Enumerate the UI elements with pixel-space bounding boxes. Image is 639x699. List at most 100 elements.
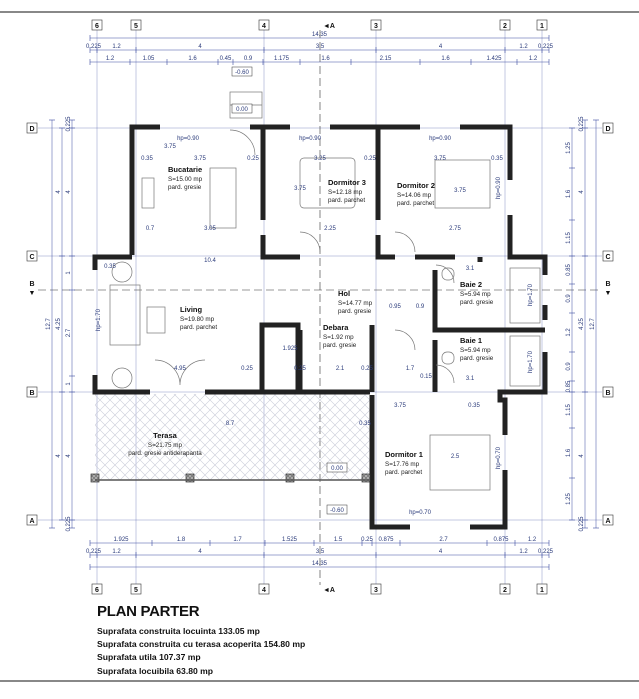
shower-baie-2 <box>509 267 541 324</box>
room-floor: pard. gresie <box>323 342 357 349</box>
axis-box <box>258 19 270 31</box>
room-floor: pard. gresie <box>338 308 372 315</box>
bottom-dim: 1.5 <box>334 537 343 543</box>
door-swing <box>299 231 321 253</box>
section-arrow-icon: ▼ <box>29 290 36 297</box>
axis-box <box>536 583 548 595</box>
bottom-dim: 3.5 <box>316 549 325 555</box>
left-dim: 4 <box>66 454 72 458</box>
section-marker-a: ◄A <box>323 587 335 594</box>
room-area: S=15.00 mp <box>168 176 203 183</box>
axis-label-col: 3 <box>374 587 378 594</box>
wall <box>497 352 548 435</box>
dining-table <box>209 167 237 229</box>
axis-label-col: 6 <box>95 23 99 30</box>
right-dim: 1.15 <box>566 404 572 416</box>
sill-height: hp=0.90 <box>429 136 452 142</box>
interior-dim: 1.925 <box>282 346 298 352</box>
bottom-dim: 1.8 <box>177 537 186 543</box>
overall-height: 12.7 <box>590 318 596 330</box>
interior-dim: 4.95 <box>174 366 186 372</box>
interior-dim: 3.75 <box>394 403 406 409</box>
room-floor: pard. parchet <box>328 197 365 204</box>
sill-height: hp=1.70 <box>528 283 534 306</box>
interior-dim: 3.1 <box>466 376 475 382</box>
axis-box <box>130 19 142 31</box>
interior-dim: 2.25 <box>324 226 336 232</box>
room-area: S=14.77 mp <box>338 300 373 307</box>
right-dim: 1.25 <box>566 493 572 505</box>
bottom-dim: 1.2 <box>528 537 537 543</box>
interior-dim: 0.25 <box>294 366 306 372</box>
section-arrow-icon: ▼ <box>605 290 612 297</box>
bottom-dim: 0.875 <box>378 537 394 543</box>
right-dim: 1.2 <box>566 328 572 337</box>
left-dim: 4.25 <box>56 318 62 330</box>
left-dim: 1 <box>66 382 72 386</box>
elevation-label: 0.00 <box>331 466 343 472</box>
interior-dim: 0.25 <box>364 156 376 162</box>
axis-label-col: 4 <box>262 23 266 30</box>
axis-label-row: A <box>605 518 610 525</box>
elevation-label: -0.60 <box>330 508 344 514</box>
wall <box>375 235 395 260</box>
interior-dim: 0.25 <box>241 366 253 372</box>
room-floor: pard. gresie <box>460 299 494 306</box>
room-floor: pard. gresie antiderapanta <box>128 450 202 457</box>
interior-dim: 3.75 <box>454 188 466 194</box>
axis-label-row: A <box>29 518 34 525</box>
sill-height: hp=0.70 <box>409 510 432 516</box>
bottom-dim: 1.925 <box>113 537 129 543</box>
top-dim: 0.45 <box>220 56 232 62</box>
room-area: S=5.94 mp <box>460 347 491 354</box>
interior-dim: 3.75 <box>294 186 306 192</box>
sill-height: hp=1.70 <box>528 350 534 373</box>
axis-label-col: 6 <box>95 587 99 594</box>
axis-box <box>26 514 38 526</box>
summary-line: Suprafata locuibila 63.80 mp <box>97 665 214 676</box>
top-dim: 1.6 <box>441 56 450 62</box>
sofa <box>109 284 141 346</box>
axis-label-row: B <box>605 390 610 397</box>
right-dim: 1.6 <box>566 189 572 198</box>
top-dim: 1.2 <box>106 56 115 62</box>
axis-label-row: C <box>29 254 34 261</box>
axis-box <box>370 19 382 31</box>
interior-dim: 0.35 <box>468 403 480 409</box>
axis-label-col: 2 <box>503 587 507 594</box>
axis-box <box>602 386 614 398</box>
interior-dim: 0.25 <box>247 156 259 162</box>
axis-label-row: B <box>29 390 34 397</box>
wall <box>507 215 548 275</box>
overall-width: 14.35 <box>312 32 328 38</box>
sill-height: hp=0.70 <box>496 446 502 469</box>
axis-box <box>602 514 614 526</box>
bottom-dim: 4 <box>439 549 443 555</box>
bottom-dim: 1.525 <box>282 537 298 543</box>
interior-dim: 3.75 <box>194 156 206 162</box>
summary-line: Suprafata utila 107.37 mp <box>97 652 201 663</box>
left-dim: 0.225 <box>66 516 72 532</box>
room-name: Living <box>180 305 203 314</box>
left-dim: 4 <box>56 190 62 194</box>
interior-dim: 0.35 <box>141 156 153 162</box>
interior-dim: 0.25 <box>361 366 373 372</box>
bottom-dim: 0.25 <box>361 537 373 543</box>
wall <box>470 470 508 530</box>
sill-height: hp=0.90 <box>496 176 502 199</box>
room-area: S=21.75 mp <box>148 442 183 449</box>
room-floor: pard. gresie <box>460 355 494 362</box>
interior-dim: 0.35 <box>491 156 503 162</box>
bottom-dim: 1.2 <box>112 549 121 555</box>
right-dim: 1.25 <box>566 142 572 154</box>
axis-box <box>130 583 142 595</box>
page-title: PLAN PARTER <box>97 603 200 620</box>
bed-dormitor-1 <box>429 434 491 491</box>
room-name: Bucatarie <box>168 165 202 174</box>
top-dim: 1.6 <box>321 56 330 62</box>
top-dim: 0.225 <box>86 44 102 50</box>
interior-dim: 0.9 <box>416 304 425 310</box>
overall-width: 14.35 <box>312 561 328 567</box>
plant <box>111 367 133 389</box>
